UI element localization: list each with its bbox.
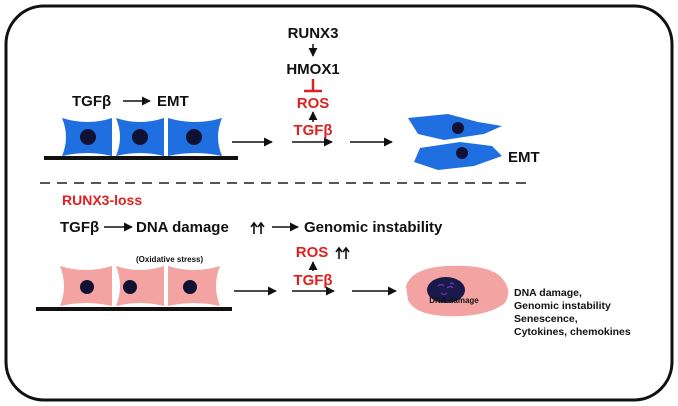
emt-label-top-left: EMT [157,93,189,110]
pink-cell [116,266,164,306]
nucleus [183,280,197,294]
emt-label-right: EMT [508,149,540,166]
nucleus [123,280,137,294]
dna-damage-label: DNA damage [136,219,229,236]
outcome-list: DNA damage, Genomic instability Senescen… [514,287,631,338]
ros-label-bottom: ROS [296,244,329,261]
dna-fragments-icon [437,282,455,296]
genomic-instability-label: Genomic instability [304,219,443,236]
inhibition-mark [304,79,322,93]
hmox1-label: HMOX1 [286,61,339,78]
cell-dna-damage-label: DNA damage [429,296,479,305]
damaged-nucleus [427,277,465,303]
nucleus [456,147,468,159]
outcome-item: Genomic instability [514,300,611,312]
outcome-item: Cytokines, chemokines [514,326,631,338]
tgfb-label-bottom-center: TGFβ [293,272,332,289]
ros-label-top: ROS [297,95,330,112]
damaged-cell: DNA damage [406,265,509,317]
outcome-item: Senescence, [514,313,578,325]
blue-epithelial-cells [62,118,222,156]
nucleus [452,122,464,134]
nucleus [80,280,94,294]
tgfb-label-top-left: TGFβ [72,93,111,110]
ros-up-arrows-icon [335,246,350,259]
pink-epithelial-cells [60,266,220,306]
up-arrows-icon [250,221,265,234]
runx3-label: RUNX3 [288,25,339,42]
nucleus [80,129,96,145]
nucleus [186,129,202,145]
mesenchymal-cells [408,114,502,170]
outcome-item: DNA damage, [514,287,582,299]
runx3-loss-label: RUNX3-loss [62,192,142,208]
tgfb-label-bottom-left: TGFβ [60,219,99,236]
oxidative-stress-label: (Oxidative stress) [136,255,203,264]
nucleus [132,129,148,145]
tgfb-label-top-center: TGFβ [293,122,332,139]
